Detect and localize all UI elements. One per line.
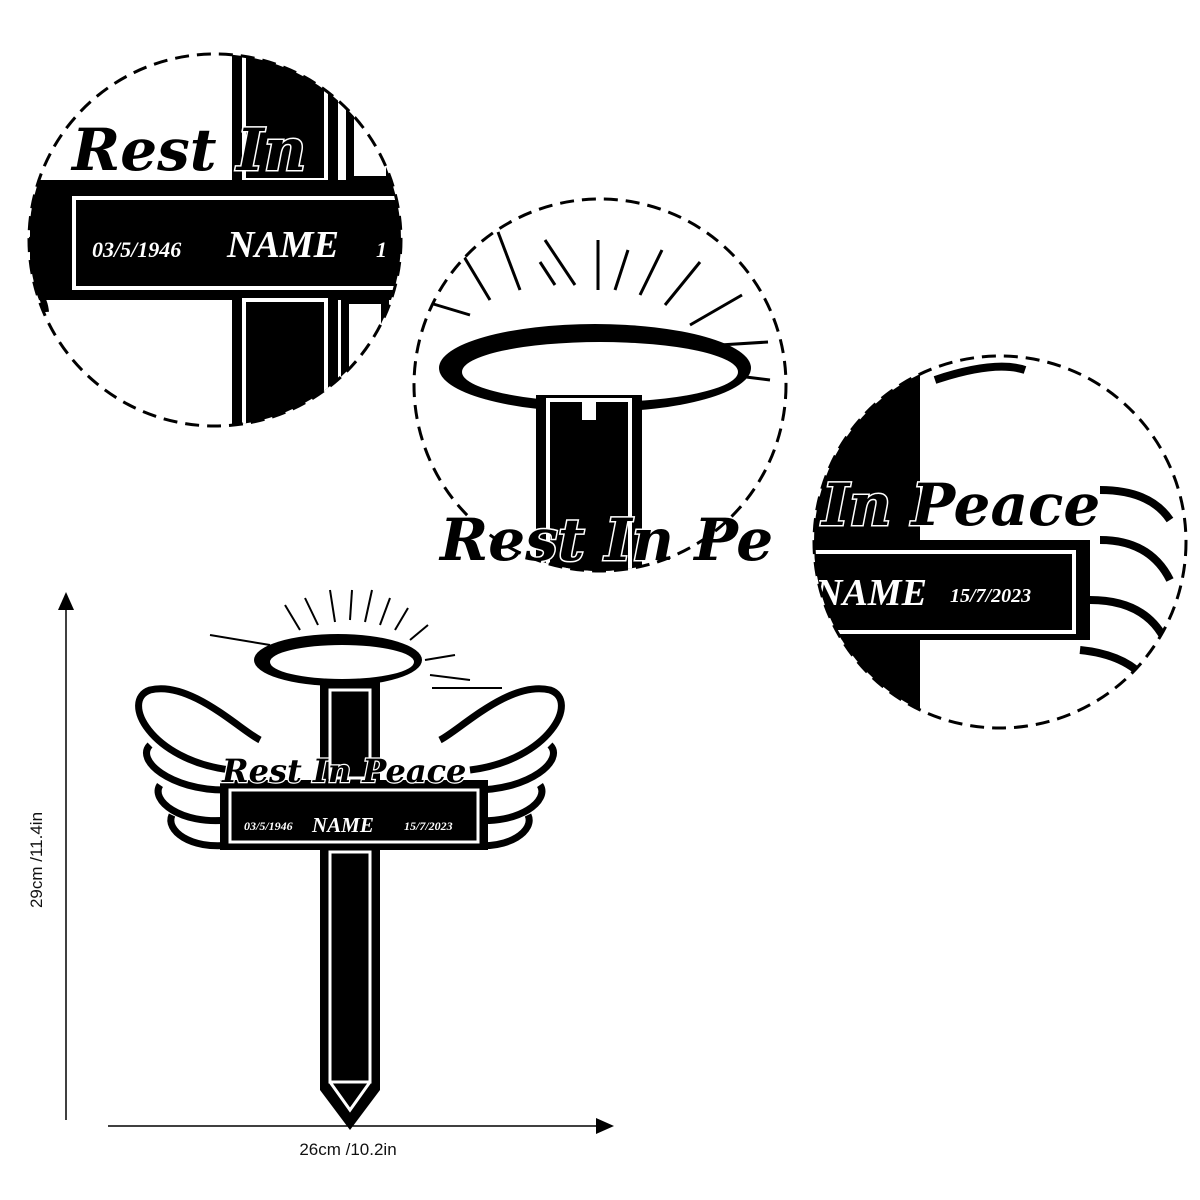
detail-right-epitaph: In Peace <box>820 471 1100 539</box>
stake-name: NAME <box>311 813 374 837</box>
detail-circle-right: In Peace NAME 15/7/2023 <box>812 354 1188 730</box>
detail-left-dashed-border <box>27 52 403 428</box>
detail-right-death-date: 15/7/2023 <box>950 585 1031 607</box>
detail-right-dashed-border <box>812 354 1188 730</box>
left-wing <box>135 685 262 850</box>
detail-left-epitaph: Rest In <box>70 116 306 184</box>
memorial-stake: Rest In Peace 03/5/1946 NAME 15/7/2023 <box>135 589 565 1130</box>
detail-middle-dashed-border <box>412 197 788 573</box>
detail-left-birth-date: 03/5/1946 <box>92 237 181 262</box>
cross-body <box>220 680 488 1130</box>
halo-rays <box>419 231 771 382</box>
height-dimension: 29cm /11.4in <box>27 592 74 1120</box>
stake-death-date: 15/7/2023 <box>404 819 453 833</box>
detail-left-name: NAME <box>226 224 339 266</box>
detail-circle-left: Rest In 03/5/1946 NAME 1 <box>27 52 403 428</box>
detail-middle-epitaph: Rest In Pe <box>438 506 773 574</box>
stake-epitaph: Rest In Peace <box>221 752 466 790</box>
detail-circle-middle: Rest In Pe <box>412 197 788 576</box>
stake-birth-date: 03/5/1946 <box>244 819 293 833</box>
detail-left-date-fragment: 1 <box>376 237 387 262</box>
width-dimension: 26cm /10.2in <box>108 1118 614 1159</box>
arrow-right-icon <box>596 1118 614 1134</box>
height-label: 29cm /11.4in <box>27 812 46 908</box>
arrow-up-icon <box>58 592 74 610</box>
width-label: 26cm /10.2in <box>299 1140 396 1159</box>
detail-right-name: NAME <box>814 572 927 614</box>
stake-halo-rays <box>209 589 502 689</box>
